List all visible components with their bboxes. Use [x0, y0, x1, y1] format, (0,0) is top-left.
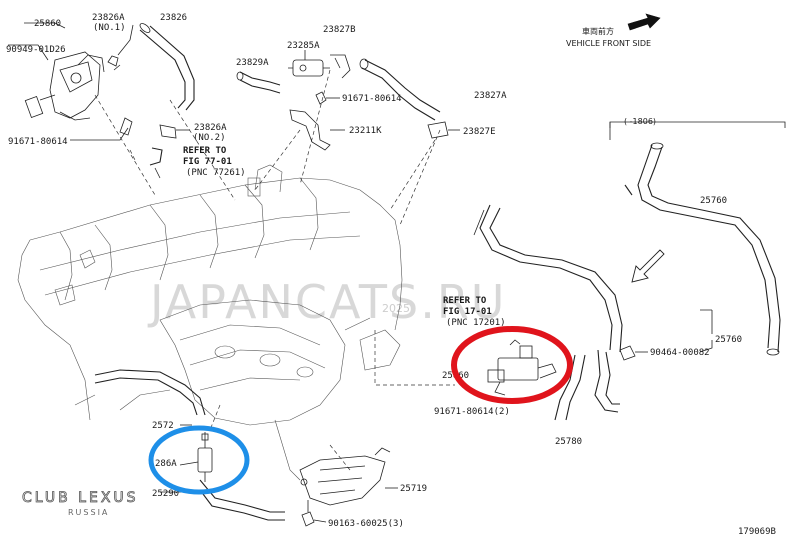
hose-23827a: [359, 58, 441, 121]
label-25760-mid: 25760: [715, 335, 742, 345]
club-lexus-logo: CLUB LEXUS RUSSIA: [22, 490, 139, 517]
clip-90464: [619, 309, 713, 361]
orientation-jp: 車両前方: [582, 26, 614, 36]
range-note: ( -1806): [624, 117, 656, 126]
bracket-25719: [299, 447, 398, 527]
hose-25760-upper: [624, 142, 781, 356]
bracket-23211k: [289, 91, 345, 151]
vsv-25860: [487, 339, 557, 396]
label-25760-top: 25760: [700, 196, 727, 206]
label-23211k: 23211K: [349, 126, 382, 136]
part-labels: 25860 90949-01D26 91671-80614 23826A (NO…: [6, 13, 742, 529]
label-23827b: 23827B: [323, 25, 356, 35]
label-25290: 25290: [152, 489, 179, 499]
club-lexus-text: CLUB LEXUS: [22, 490, 139, 506]
clip-23827e: [427, 121, 460, 139]
club-lexus-sub: RUSSIA: [68, 508, 109, 517]
red-highlight-circle: [451, 326, 573, 404]
dashed-leaders: [94, 69, 455, 471]
label-23829a: 23829A: [236, 58, 269, 68]
bracket-25860-group: [8, 22, 133, 141]
pointer-arrow-icon: [631, 249, 665, 283]
ref1-line3: (PNC 77261): [186, 168, 246, 178]
engine-block: [17, 164, 403, 481]
reference-note-fig77: REFER TO FIG 77-01 (PNC 77261): [183, 146, 246, 178]
label-25860: 25860: [34, 19, 61, 29]
label-90949: 90949-01D26: [6, 45, 66, 55]
valve-286a: [179, 424, 213, 482]
ref2-line1: REFER TO: [443, 296, 487, 306]
front-arrow-icon: [627, 13, 661, 31]
reference-note-fig17: REFER TO FIG 17-01 (PNC 17201): [443, 296, 506, 328]
ref1-line2: FIG 77-01: [183, 157, 232, 167]
hose-25780: [554, 349, 620, 421]
label-25719: 25719: [400, 484, 427, 494]
label-23827e: 23827E: [463, 127, 496, 137]
range-bracket: [609, 121, 786, 140]
label-23827a: 23827A: [474, 91, 507, 101]
blue-highlight-circle: [148, 425, 250, 495]
hose-23826: [107, 23, 195, 111]
label-25780: 25780: [555, 437, 582, 447]
label-90464: 90464-00082: [650, 348, 710, 358]
ref1-line1: REFER TO: [183, 146, 227, 156]
watermark-text: JAPANCATS.RU: [147, 275, 506, 329]
label-23826: 23826: [160, 13, 187, 23]
label-91671-a: 91671-80614: [8, 137, 68, 147]
label-286a: 286A: [155, 459, 177, 469]
label-23826a-2-note: (NO.2): [193, 133, 226, 143]
label-91671-b: 91671-80614: [342, 94, 402, 104]
hose-23829a: [236, 71, 281, 94]
orientation-en: VEHICLE FRONT SIDE: [566, 39, 651, 48]
clip-23826a-no2: [149, 124, 190, 179]
label-90163: 90163-60025(3): [328, 519, 404, 529]
ref2-line2: FIG 17-01: [443, 307, 492, 317]
ref2-line3: (PNC 17201): [446, 318, 506, 328]
label-23826a-2: 23826A: [194, 123, 227, 133]
valve-23285a: [288, 50, 351, 79]
label-23285a: 23285A: [287, 41, 320, 51]
label-91671-c: 91671-80614(2): [434, 407, 510, 417]
figure-id: 179069B: [738, 527, 776, 537]
hose-25760-lower: [473, 204, 623, 353]
label-23826a-1-note: (NO.1): [93, 23, 126, 33]
label-2572: 2572: [152, 421, 174, 431]
label-23826a-1: 23826A: [92, 13, 125, 23]
watermark-date: 2025: [382, 302, 410, 315]
